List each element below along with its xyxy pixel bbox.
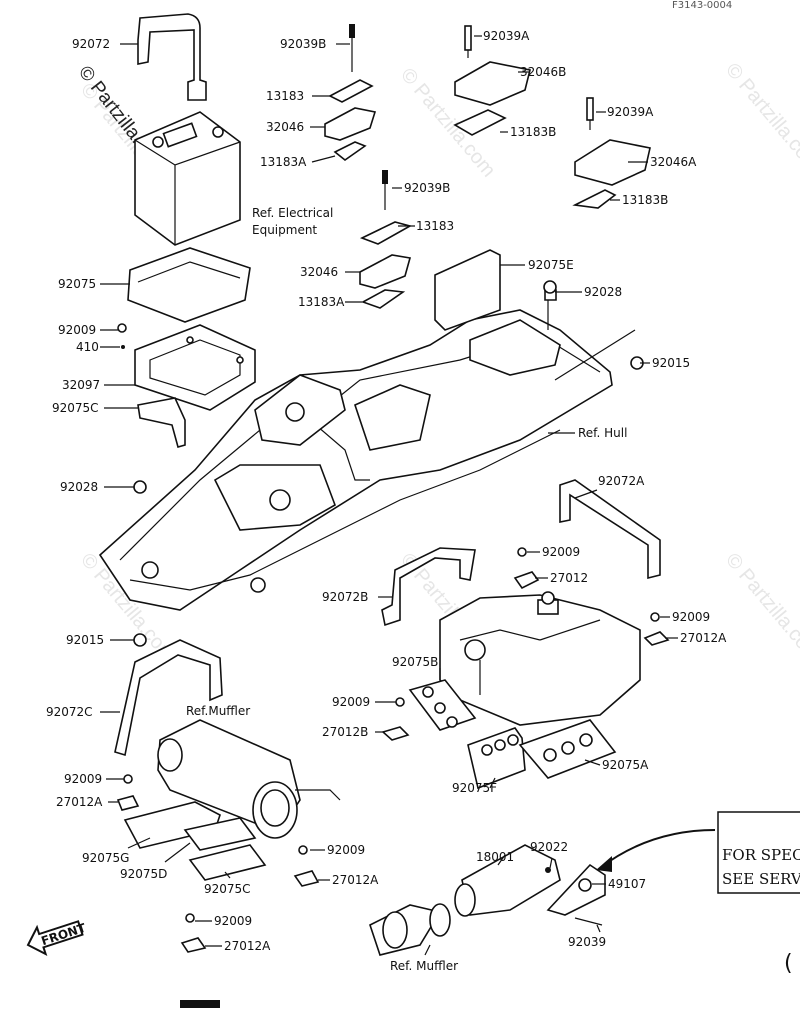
part-label-92075c: 92075C bbox=[204, 882, 251, 896]
battery-mat bbox=[127, 247, 251, 323]
note-line-1: FOR SPEC bbox=[722, 846, 800, 864]
part-label-27012a: 27012A bbox=[56, 795, 103, 809]
part-label-92072b: 92072B bbox=[322, 590, 368, 604]
watermark: © Partzilla.com bbox=[721, 59, 800, 176]
part-label-92075b: 92075B bbox=[392, 655, 438, 669]
part-label-92075g: 92075G bbox=[82, 851, 129, 865]
part-label-92075a: 92075A bbox=[602, 758, 649, 772]
top-plates bbox=[324, 24, 651, 370]
part-label-92009: 92009 bbox=[542, 545, 580, 559]
part-labels: 92072 92039B 13183 32046 13183A Ref. Ele… bbox=[46, 29, 727, 973]
part-label-32046a: 32046A bbox=[650, 155, 697, 169]
part-label-92009: 92009 bbox=[672, 610, 710, 624]
part-label-13183b: 13183B bbox=[622, 193, 668, 207]
part-label-18001: 18001 bbox=[476, 850, 514, 864]
note-box: FOR SPEC SEE SERV ( bbox=[596, 811, 800, 976]
part-label-27012a: 27012A bbox=[332, 873, 379, 887]
part-label-92015: 92015 bbox=[652, 356, 690, 370]
part-label-92009: 92009 bbox=[327, 843, 365, 857]
part-label-92072: 92072 bbox=[72, 37, 110, 51]
part-label-92072c: 92072C bbox=[46, 705, 93, 719]
note-line-2: SEE SERV bbox=[722, 870, 800, 888]
fasteners bbox=[116, 323, 670, 953]
hull bbox=[98, 300, 636, 611]
part-label-92075c: 92075C bbox=[52, 401, 99, 415]
bracket-92075c bbox=[137, 397, 186, 448]
part-label-13183b: 13183B bbox=[510, 125, 556, 139]
bottom-mark bbox=[180, 1000, 220, 1008]
fuel-tank bbox=[114, 479, 661, 757]
part-label-410: 410 bbox=[76, 340, 99, 354]
part-label-92075: 92075 bbox=[58, 277, 96, 291]
part-label-92009: 92009 bbox=[64, 772, 102, 786]
part-label-92072a: 92072A bbox=[598, 474, 645, 488]
ref-muffler: Ref.Muffler bbox=[186, 704, 250, 718]
battery-box bbox=[134, 324, 256, 411]
part-label-13183a: 13183A bbox=[298, 295, 345, 309]
part-label-92009: 92009 bbox=[332, 695, 370, 709]
continuation-mark: ( bbox=[784, 951, 793, 976]
part-label-92039b: 92039B bbox=[404, 181, 450, 195]
part-label-13183: 13183 bbox=[266, 89, 304, 103]
part-label-32046: 32046 bbox=[266, 120, 304, 134]
watermark: © Partzilla.com bbox=[721, 549, 800, 666]
muffler-pads bbox=[123, 801, 267, 881]
ref-muffler: Ref. Muffler bbox=[390, 959, 458, 973]
muffler bbox=[157, 719, 341, 839]
part-label-49107: 49107 bbox=[608, 877, 646, 891]
part-label-92075f: 92075F bbox=[452, 781, 497, 795]
part-label-92015: 92015 bbox=[66, 633, 104, 647]
part-label-27012: 27012 bbox=[550, 571, 588, 585]
ref-hull: Ref. Hull bbox=[578, 426, 627, 440]
front-arrow: FRONT bbox=[26, 920, 88, 956]
leader-lines bbox=[100, 35, 678, 956]
part-label-13183: 13183 bbox=[416, 219, 454, 233]
part-label-92028: 92028 bbox=[584, 285, 622, 299]
part-label-92039a: 92039A bbox=[483, 29, 530, 43]
part-label-92039: 92039 bbox=[568, 935, 606, 949]
battery-strap bbox=[137, 13, 207, 101]
part-label-27012a: 27012A bbox=[224, 939, 271, 953]
part-label-92022: 92022 bbox=[530, 840, 568, 854]
mounting-pads bbox=[408, 679, 617, 790]
part-label-92039a: 92039A bbox=[607, 105, 654, 119]
part-label-92075d: 92075D bbox=[120, 867, 167, 881]
ref-electrical-line1: Ref. Electrical bbox=[252, 206, 333, 220]
rear-pipe bbox=[369, 844, 606, 956]
part-label-92039b: 92039B bbox=[280, 37, 326, 51]
part-label-92028: 92028 bbox=[60, 480, 98, 494]
part-label-92009: 92009 bbox=[214, 914, 252, 928]
part-label-92009: 92009 bbox=[58, 323, 96, 337]
part-label-92075e: 92075E bbox=[528, 258, 574, 272]
diagram-code: F3143-0004 bbox=[672, 0, 732, 11]
part-label-32046b: 32046B bbox=[520, 65, 566, 79]
part-label-13183a: 13183A bbox=[260, 155, 307, 169]
part-label-27012b: 27012B bbox=[322, 725, 368, 739]
part-label-27012a: 27012A bbox=[680, 631, 727, 645]
part-label-32097: 32097 bbox=[62, 378, 100, 392]
battery bbox=[134, 111, 241, 246]
front-label: FRONT bbox=[39, 921, 88, 949]
part-label-32046: 32046 bbox=[300, 265, 338, 279]
ref-electrical-line2: Equipment bbox=[252, 223, 317, 237]
